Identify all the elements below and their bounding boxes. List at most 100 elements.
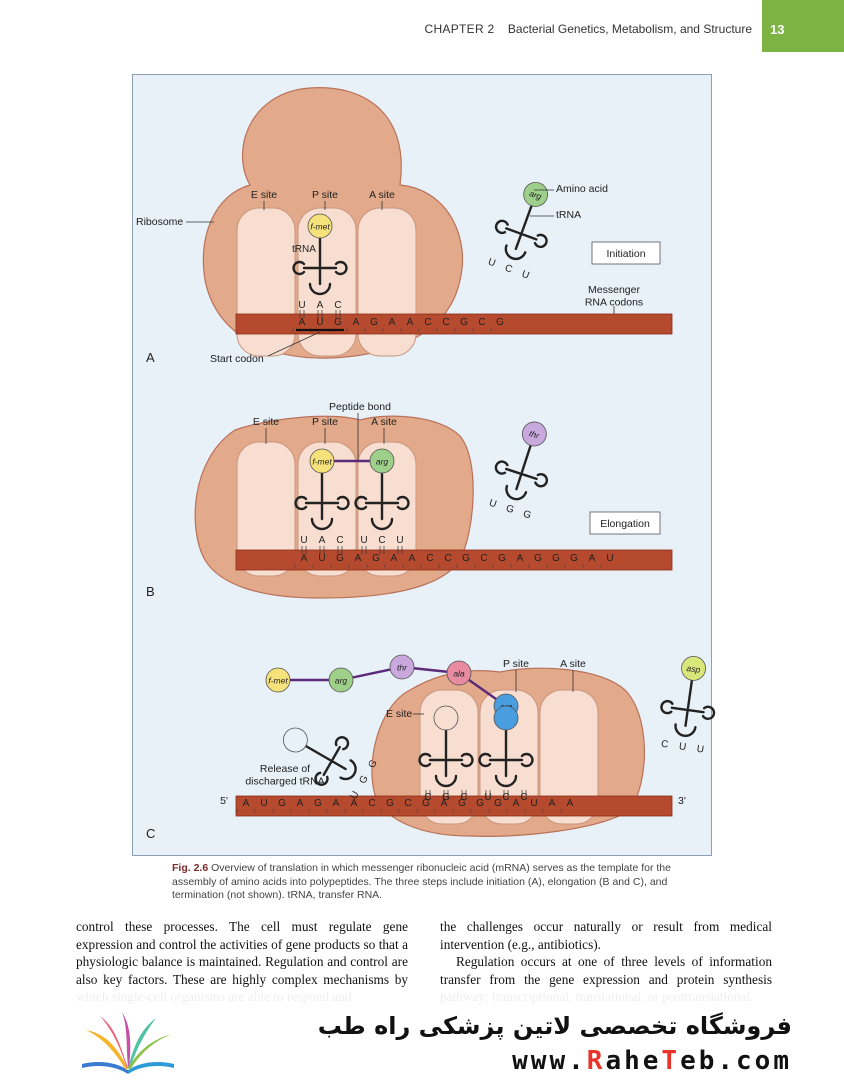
amino-acid-label: arg [335, 676, 348, 686]
codon-base: A [441, 798, 448, 809]
codon-base: C [368, 798, 375, 809]
amino-acid-label: thr [397, 663, 408, 673]
codon-base: U [606, 553, 613, 564]
amino-acid-label: asp [686, 663, 701, 675]
amino-acid-label: f-met [312, 457, 332, 467]
codon-base: G [422, 798, 430, 809]
figure-caption: Fig. 2.6 Overview of translation in whic… [172, 862, 692, 903]
store-name: فروشگاه تخصصی لاتین پزشکی راه طب [317, 1012, 792, 1040]
trna-body [494, 204, 548, 261]
codon-base: G [494, 798, 502, 809]
stage-label: Elongation [600, 518, 650, 530]
chapter-number: CHAPTER 2 [424, 22, 495, 36]
anticodon-base: U [520, 269, 531, 282]
codon-base: G [458, 798, 466, 809]
anticodon-base: C [336, 535, 343, 546]
amino-acid-label: arg [376, 457, 389, 467]
anticodon-base: U [484, 792, 491, 803]
codon-base: C [444, 553, 451, 564]
stage-box-elongation [589, 511, 661, 535]
codon-base: A [353, 317, 360, 328]
leader-line [267, 331, 321, 357]
book-logo-icon [82, 1012, 174, 1074]
trna-body [478, 728, 534, 788]
anticodon-base: U [678, 741, 687, 753]
codon-base: A [567, 798, 574, 809]
url-suffix: .com [717, 1046, 792, 1076]
ribosome-label: Ribosome [136, 216, 183, 228]
five-prime-label: 5' [220, 795, 228, 807]
anticodon-base: A [317, 300, 324, 311]
release-label: discharged tRNA [245, 776, 324, 788]
amino-acid [328, 667, 354, 693]
stage-box-initiation [591, 241, 661, 265]
trna-label: tRNA [292, 244, 316, 255]
p-site-label: P site [312, 416, 338, 428]
page-header: CHAPTER 2 Bacterial Genetics, Metabolism… [0, 0, 844, 52]
codon-base: A [297, 798, 304, 809]
stage-label: Initiation [606, 248, 645, 260]
trna-body [304, 736, 357, 786]
amino-acid [523, 182, 549, 207]
trna-body [294, 471, 350, 531]
a-site-label: A site [560, 658, 586, 670]
mrna-strand-a [235, 313, 673, 335]
codon-base: A [407, 317, 414, 328]
codon-base: C [480, 553, 487, 564]
figure-label: Fig. 2.6 [172, 862, 209, 874]
anticodon-base: A [319, 535, 326, 546]
amino-acid [521, 421, 547, 447]
a-site-c [539, 689, 599, 825]
codon-base: C [442, 317, 449, 328]
amino-acid-label: f-met [268, 676, 288, 686]
anticodon-base: C [378, 535, 385, 546]
running-head: CHAPTER 2 Bacterial Genetics, Metabolism… [424, 22, 752, 36]
e-site-label: E site [251, 189, 277, 201]
trna-body [354, 471, 410, 531]
codon-base: A [299, 317, 306, 328]
anticodon-base: C [334, 300, 341, 311]
anticodon-base: U [488, 498, 498, 511]
codon-base: G [496, 317, 504, 328]
codon-base: G [460, 317, 468, 328]
codon-base: C [478, 317, 485, 328]
a-site-label: A site [371, 416, 397, 428]
anticodon-base: G [442, 792, 450, 803]
codon-base: G [314, 798, 322, 809]
anticodon-base: C [460, 792, 467, 803]
codon-base: A [351, 798, 358, 809]
anticodon-base: C [424, 792, 431, 803]
panel-label-b: B [146, 584, 155, 599]
anticodon-base: G [504, 503, 515, 516]
codon-base: A [355, 553, 362, 564]
url-part: T [661, 1046, 681, 1076]
codon-base: A [589, 553, 596, 564]
panel-label-a: A [146, 350, 155, 365]
url-part: ahe [605, 1046, 662, 1076]
anticodon-base: C [502, 792, 509, 803]
amino-acid-label: Amino acid [556, 183, 608, 195]
caption-text: Overview of translation in which messeng… [172, 862, 671, 901]
codon-base: U [318, 553, 325, 564]
release-label: Release of [260, 763, 310, 775]
amino-acid [446, 660, 472, 686]
codon-base: A [549, 798, 556, 809]
amino-acid [369, 448, 395, 474]
amino-acid [265, 667, 291, 693]
amino-acid [433, 705, 459, 731]
amino-acid [309, 448, 335, 474]
codon-base: G [386, 798, 394, 809]
codon-base: G [570, 553, 578, 564]
codon-base: C [426, 553, 433, 564]
codon-base: A [301, 553, 308, 564]
codon-base: G [462, 553, 470, 564]
anticodon-base: U [486, 257, 497, 270]
codon-base: C [424, 317, 431, 328]
mrna-label: RNA codons [585, 297, 643, 309]
codon-base: C [404, 798, 411, 809]
body-paragraph: the challenges occur naturally or result… [440, 919, 772, 952]
